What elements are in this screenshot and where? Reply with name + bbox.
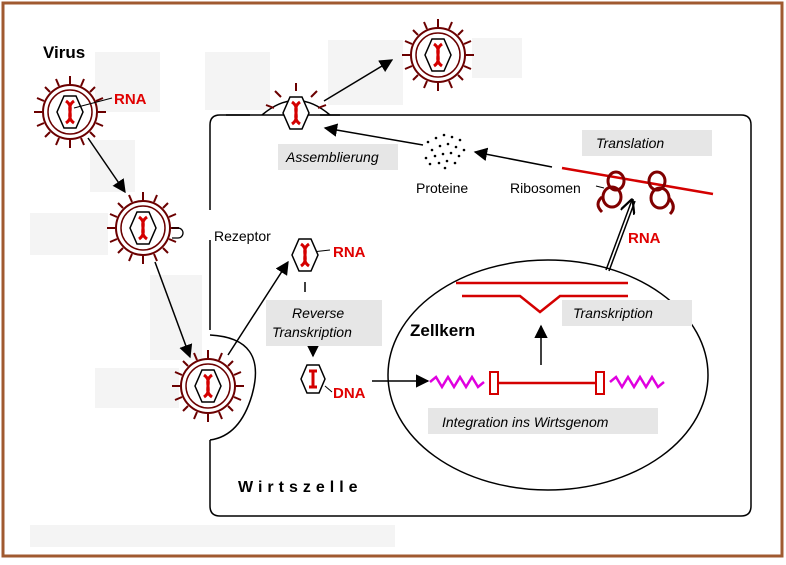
reverse-transkription-box [266, 300, 382, 346]
nucleus [387, 259, 709, 491]
ribosomen-label: Ribosomen [510, 180, 581, 196]
transkription-label: Transkription [573, 305, 653, 321]
reverse-label: Reverse [292, 305, 344, 321]
budding-virus [265, 83, 327, 131]
dna-pointer [324, 385, 333, 393]
endocytosis-membrane [209, 334, 257, 441]
receptor-icon [172, 227, 184, 239]
transkription-box [562, 300, 692, 326]
dna-capsid [300, 364, 326, 394]
proteins-dots [424, 133, 466, 170]
rna-pointer-top [73, 97, 113, 109]
transkription-rt-label: Transkription [272, 324, 352, 340]
rezeptor-label: Rezeptor [214, 228, 271, 244]
arrow-ribosome-to-proteins [473, 147, 553, 168]
ribosome-pointer [595, 185, 605, 189]
arrow-virus-to-receptor [87, 137, 126, 194]
proteine-label: Proteine [416, 180, 468, 196]
arrow-budding-to-release [323, 59, 394, 102]
translation-label: Translation [596, 135, 664, 151]
integration-box [428, 408, 658, 434]
arrow-entry-to-uncoating [227, 260, 289, 356]
integration-label: Integration ins Wirtsgenom [442, 414, 609, 430]
virus-label: Virus [43, 43, 85, 62]
wirtszelle-label: Wirtszelle [238, 479, 363, 496]
dna-label: DNA [333, 385, 366, 402]
arrow-proteins-to-assembly [323, 123, 424, 146]
arrow-transcription-to-translation [605, 200, 632, 271]
rna-label-top: RNA [114, 91, 147, 108]
zellkern-label: Zellkern [410, 321, 475, 340]
host-cell-membrane [209, 114, 752, 517]
transcription-strands [456, 281, 628, 314]
host-genome [429, 371, 665, 395]
assemblierung-box [278, 144, 398, 170]
rna-label-mid: RNA [333, 244, 366, 261]
rna-label-ribosome: RNA [628, 230, 661, 247]
arrow-transcription-to-translation-2 [608, 200, 636, 272]
ribosome-icon [596, 170, 675, 216]
mrna-strand [561, 166, 714, 196]
translation-box [582, 130, 712, 156]
assemblierung-label: Assemblierung [285, 149, 379, 165]
arrow-receptor-to-entry [154, 261, 193, 359]
blank-boxes [30, 38, 522, 547]
